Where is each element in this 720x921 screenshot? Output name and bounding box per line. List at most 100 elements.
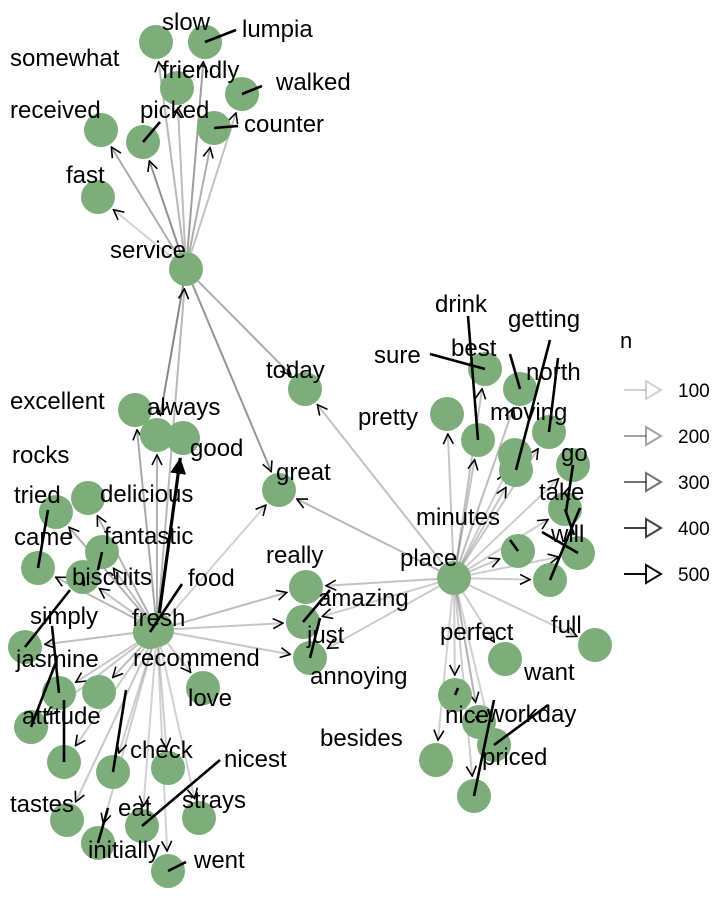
node-received [84,113,118,147]
node-label-fast: fast [66,162,105,189]
node-label-lumpia: lumpia [242,16,313,43]
node-label-fresh: fresh [132,605,185,632]
label-leader-amazing [302,589,331,623]
node-label-tastes: tastes [10,791,74,818]
edge-fresh-to-came [45,631,141,644]
legend-item: 400 [624,517,710,540]
node-label-friendly: friendly [162,57,239,84]
node-label-always: always [147,394,220,421]
node-good [166,421,200,455]
edge-place-to-today [317,405,445,566]
node-moving [498,438,532,472]
node-label-counter: counter [244,111,324,138]
node-label-check: check [130,737,194,764]
edge-place-to-go [465,479,558,568]
node-label-minutes: minutes [416,504,500,531]
edge-fresh-to-strays [159,646,195,799]
node-tastes [50,803,84,837]
node-recommend [82,675,116,709]
label-leader-simply [50,625,61,694]
label-leader-will [541,530,579,555]
label-leader-workday [493,703,549,747]
edge-place-to-besides [438,594,454,740]
label-leader-take [563,508,576,536]
edge-place-to-workday [457,594,489,726]
node-label-service: service [110,237,186,264]
edge-service-to-fast [114,210,174,259]
legend-label-300: 300 [678,473,710,494]
label-leader-priced [472,699,496,797]
edge-service-to-today [197,280,291,375]
edge-fresh-to-check [157,646,166,748]
node-label-good: good [190,435,243,462]
node-label-nicest: nicest [224,746,287,773]
edge-fresh-to-simply [76,638,144,682]
node-label-best: best [451,335,497,362]
node-fresh [140,613,174,647]
node-place [437,561,471,595]
legend-item: 300 [624,471,710,494]
node-friendly [160,71,194,105]
node-label-annoying: annoying [310,663,407,690]
node-label-eat: eat [118,795,152,822]
node-label-perfect: perfect [440,619,514,646]
node-label-attitude: attitude [22,703,101,730]
edge-fresh-to-fantastic [114,568,149,617]
label-leader-annoying [453,687,460,696]
node-label-really: really [266,542,323,569]
node-besides [419,743,453,777]
edge-service-to-lumpia [186,62,203,253]
label-leader-initially [96,807,110,844]
node-perfect [488,642,522,676]
edge-service-to-friendly [178,108,187,253]
node-label-jasmine: jasmine [15,646,99,673]
edge-place-to-annoying [454,594,455,675]
node-pretty [430,397,464,431]
label-leader-north [547,357,560,433]
label-leader-go [564,464,575,513]
node-label-take: take [539,479,584,506]
node-label-want: want [523,659,575,686]
node-label-besides: besides [320,725,403,752]
legend-item: 200 [624,425,710,448]
node-label-rocks: rocks [12,442,69,469]
edge-fresh-to-great [167,505,266,618]
edge-place-to-sure [455,389,483,562]
edge-place-to-full [468,584,577,636]
edge-place-to-getting [461,487,507,564]
node-label-somewhat: somewhat [10,45,120,72]
node-strays [182,801,216,835]
node-label-biscuits: biscuits [72,564,152,591]
node-label-priced: priced [482,744,547,771]
edge-fresh-to-service [157,289,184,614]
node-great [262,473,296,507]
edge-fresh-to-love [166,642,191,672]
label-leader-walked [241,84,263,96]
label-leader-food [148,583,184,633]
node-full [578,628,612,662]
edge-fresh-to-excellent [137,430,157,614]
label-leader-jasmine [29,661,58,728]
node-check [151,751,185,785]
legend-label-500: 500 [678,565,710,586]
edge-fresh-to-really [173,593,286,627]
legend-label-100: 100 [678,381,710,402]
legend-title: n [620,328,632,353]
legend-label-200: 200 [678,427,710,448]
legend-item: 100 [624,379,710,402]
label-leader-went [167,860,187,873]
node-label-full: full [551,612,582,639]
node-label-place: place [400,545,457,572]
node-label-amazing: amazing [318,585,409,612]
edge-fresh-to-nicest [144,646,157,806]
node-fast [81,180,115,214]
node-label-moving: moving [490,399,567,426]
node-label-nice: nice [445,702,489,729]
label-leader-drink [466,315,480,441]
node-today [288,372,322,406]
node-excellent [118,393,152,427]
edge-fresh-to-just [173,632,291,654]
node-label-fantastic: fantastic [104,523,193,550]
